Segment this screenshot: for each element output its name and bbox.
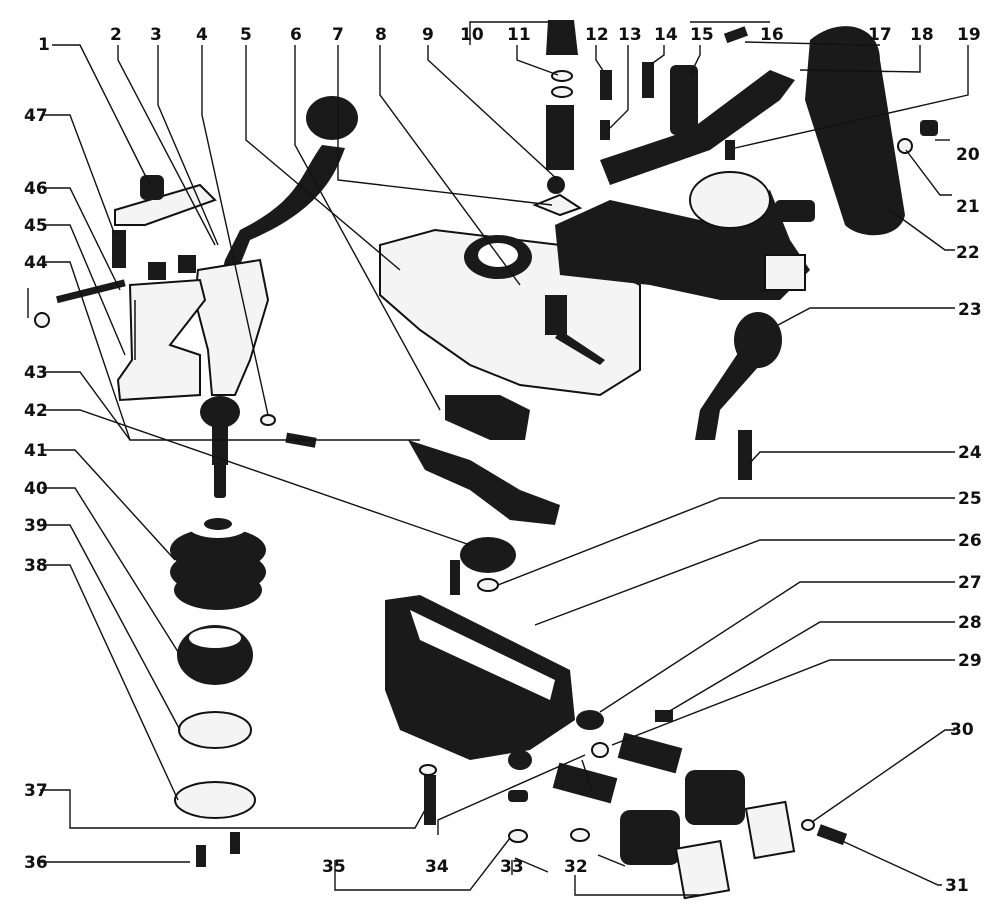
fasteners xyxy=(419,764,848,873)
callout-46: 46 xyxy=(24,179,48,199)
callout-38: 38 xyxy=(24,556,48,576)
callout-29: 29 xyxy=(958,651,982,671)
callout-39: 39 xyxy=(24,516,48,536)
callout-11: 11 xyxy=(507,25,531,45)
lower-housing xyxy=(385,595,575,760)
pedal xyxy=(775,26,905,236)
callout-27: 27 xyxy=(958,573,982,593)
callout-32: 32 xyxy=(564,857,588,877)
callout-8: 8 xyxy=(375,25,387,45)
callout-12: 12 xyxy=(585,25,609,45)
bolt xyxy=(260,414,317,448)
retaining-washer xyxy=(178,711,252,749)
detent-assembly xyxy=(532,20,583,217)
leader-lines xyxy=(40,21,969,896)
rubber-boot xyxy=(170,514,266,610)
callout-1: 1 xyxy=(38,35,50,55)
callout-16: 16 xyxy=(760,25,784,45)
rubber-mounts xyxy=(620,770,796,900)
selector-forks xyxy=(408,395,560,595)
callout-41: 41 xyxy=(24,441,48,461)
callout-22: 22 xyxy=(956,243,980,263)
flat-washer xyxy=(174,781,256,819)
callout-43: 43 xyxy=(24,363,48,383)
callout-31: 31 xyxy=(945,876,969,896)
gear-lever xyxy=(193,96,358,498)
callout-3: 3 xyxy=(150,25,162,45)
callout-13: 13 xyxy=(618,25,642,45)
callout-23: 23 xyxy=(958,300,982,320)
callout-25: 25 xyxy=(958,489,982,509)
callout-40: 40 xyxy=(24,479,48,499)
callout-4: 4 xyxy=(196,25,208,45)
callout-15: 15 xyxy=(690,25,714,45)
callout-44: 44 xyxy=(24,253,48,273)
callout-18: 18 xyxy=(910,25,934,45)
callout-6: 6 xyxy=(290,25,302,45)
shaft-housing xyxy=(555,171,810,300)
callout-45: 45 xyxy=(24,216,48,236)
callout-33: 33 xyxy=(500,857,524,877)
callout-labels: 1 2 3 4 5 6 7 8 9 10 11 12 13 14 15 16 1… xyxy=(24,25,982,896)
linkage-rods xyxy=(508,710,683,804)
small-bolts xyxy=(600,26,748,140)
callout-47: 47 xyxy=(24,106,48,126)
callout-36: 36 xyxy=(24,853,48,873)
pedal-lever xyxy=(600,65,795,185)
callout-21: 21 xyxy=(956,197,980,217)
callout-28: 28 xyxy=(958,613,982,633)
callout-26: 26 xyxy=(958,531,982,551)
callout-37: 37 xyxy=(24,781,48,801)
callout-7: 7 xyxy=(332,25,344,45)
release-lever xyxy=(695,312,782,480)
callout-9: 9 xyxy=(422,25,434,45)
callout-10: 10 xyxy=(460,25,484,45)
callout-42: 42 xyxy=(24,401,48,421)
callout-34: 34 xyxy=(425,857,449,877)
callout-35: 35 xyxy=(322,857,346,877)
callout-20: 20 xyxy=(956,145,980,165)
callout-30: 30 xyxy=(950,720,974,740)
callout-2: 2 xyxy=(110,25,122,45)
callout-24: 24 xyxy=(958,443,982,463)
small-fittings xyxy=(725,120,938,160)
lever-bracket xyxy=(116,278,207,402)
callout-5: 5 xyxy=(240,25,252,45)
boot-seat xyxy=(177,625,253,685)
dowel-pins xyxy=(196,832,240,867)
callout-14: 14 xyxy=(654,25,678,45)
callout-17: 17 xyxy=(868,25,892,45)
callout-19: 19 xyxy=(957,25,981,45)
small-springs xyxy=(27,230,196,328)
